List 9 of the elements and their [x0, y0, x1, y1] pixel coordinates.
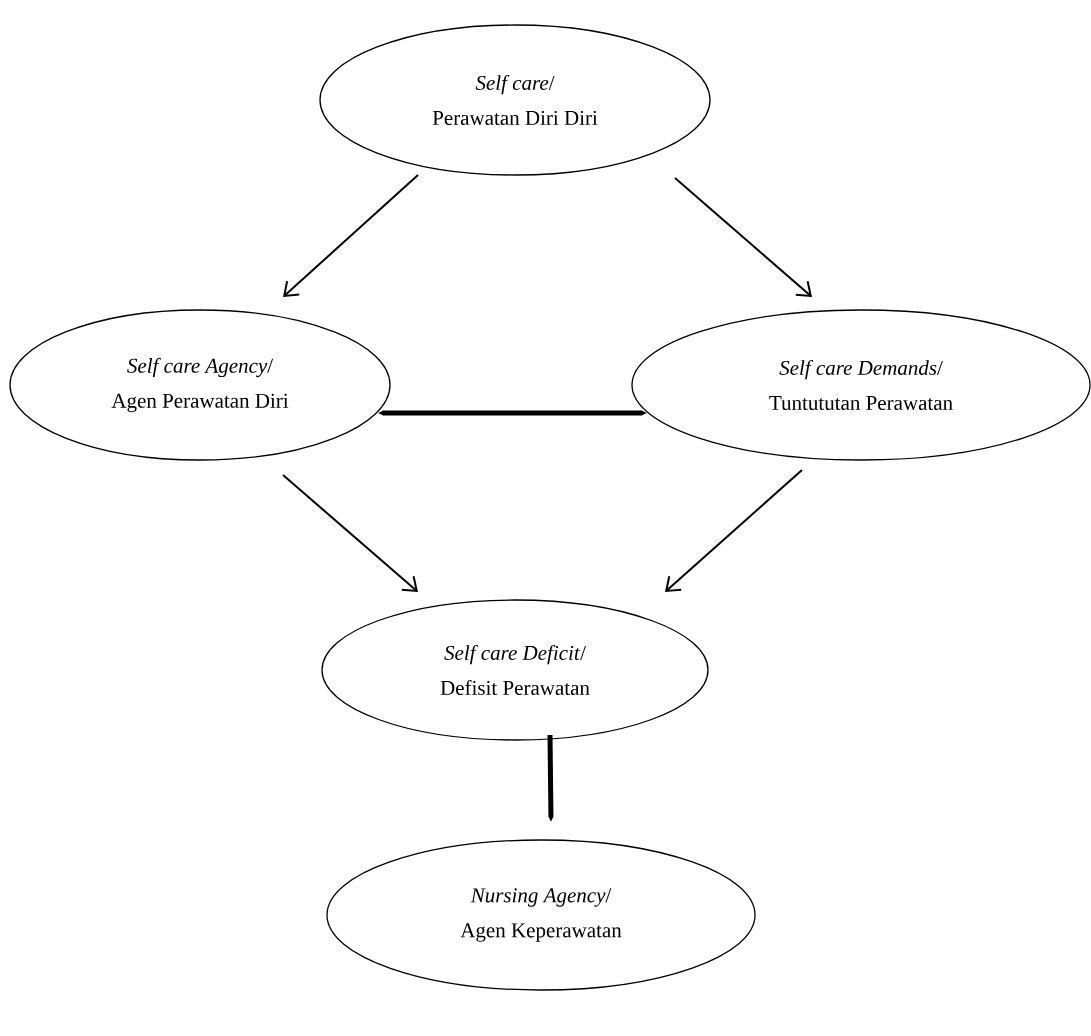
arrow — [282, 474, 418, 592]
ellipse-node: Self care Demands/ Tuntututan Perawatan — [631, 309, 1091, 461]
ellipse-node: Self care Agency/ Agen Perawatan Diri — [9, 309, 391, 461]
ellipse-node: Self care/ Perawatan Diri Diri — [319, 24, 711, 176]
ellipse-node: Self care Deficit/ Defisit Perawatan — [321, 599, 709, 741]
arrow — [283, 174, 419, 297]
arrow — [674, 177, 812, 297]
ellipse-node: Nursing Agency/ Agen Keperawatan — [326, 839, 756, 991]
arrow — [665, 469, 803, 592]
